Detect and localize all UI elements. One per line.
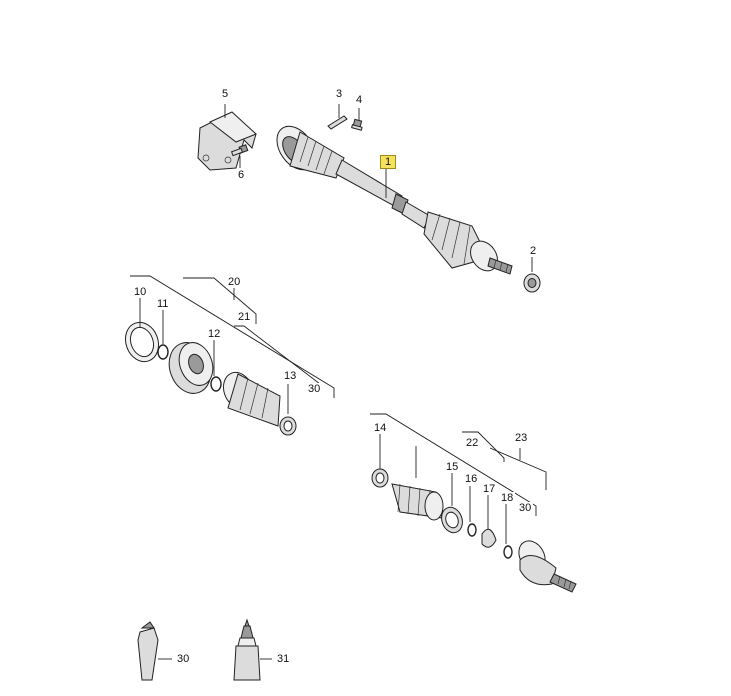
callout-1-label[interactable]: 1 [380, 155, 397, 169]
grease-tube-part[interactable] [137, 621, 159, 681]
outer-cv-joint-part[interactable] [514, 536, 577, 593]
heat-shield-bolt-part[interactable] [230, 144, 249, 157]
callout-13-label[interactable]: 13 [282, 370, 299, 382]
washer-part[interactable] [210, 376, 222, 392]
callout-30-upper-label[interactable]: 30 [306, 383, 323, 395]
callout-11-label[interactable]: 11 [155, 298, 171, 310]
callout-15-label[interactable]: 15 [444, 461, 461, 473]
callout-18-label[interactable]: 18 [499, 492, 516, 504]
clamp-15-part[interactable] [438, 504, 466, 535]
outer-boot-part[interactable] [391, 483, 444, 521]
callout-31-label[interactable]: 31 [275, 653, 292, 665]
drive-shaft-part[interactable] [269, 119, 513, 276]
ring-16-part[interactable] [467, 523, 477, 537]
callout-16-label[interactable]: 16 [463, 473, 480, 485]
callout-4-label[interactable]: 4 [354, 94, 365, 106]
callout-22-label[interactable]: 22 [464, 437, 481, 449]
dish-17-part[interactable] [481, 528, 497, 548]
callout-23-label[interactable]: 23 [513, 432, 530, 444]
axle-nut-part[interactable] [523, 273, 541, 293]
sealant-bottle-part[interactable] [233, 618, 261, 681]
callout-5-label[interactable]: 5 [220, 88, 231, 100]
callout-6-label[interactable]: 6 [236, 169, 247, 181]
clamp-14-part[interactable] [371, 468, 389, 488]
small-bolt-part[interactable] [351, 118, 363, 131]
circlip-part[interactable] [327, 115, 348, 130]
heat-shield-part[interactable] [197, 111, 257, 171]
inner-circlip-part[interactable] [157, 344, 169, 360]
callout-17-label[interactable]: 17 [481, 483, 498, 495]
callout-20-label[interactable]: 20 [226, 276, 243, 288]
callout-12-label[interactable]: 12 [206, 328, 223, 340]
callout-30-grease-label[interactable]: 30 [175, 653, 192, 665]
retaining-ring-part[interactable] [120, 318, 164, 367]
callout-10-label[interactable]: 10 [132, 286, 149, 298]
joint-housing-part[interactable] [162, 337, 218, 400]
inner-boot-part[interactable] [219, 368, 281, 427]
callout-2-label[interactable]: 2 [528, 245, 539, 257]
callout-14-label[interactable]: 14 [372, 422, 389, 434]
callout-3-label[interactable]: 3 [334, 88, 345, 100]
boot-clamp-part[interactable] [279, 416, 297, 436]
callout-30-lower-label[interactable]: 30 [517, 502, 534, 514]
callout-21-label[interactable]: 21 [236, 311, 253, 323]
ring-18-part[interactable] [503, 545, 513, 559]
